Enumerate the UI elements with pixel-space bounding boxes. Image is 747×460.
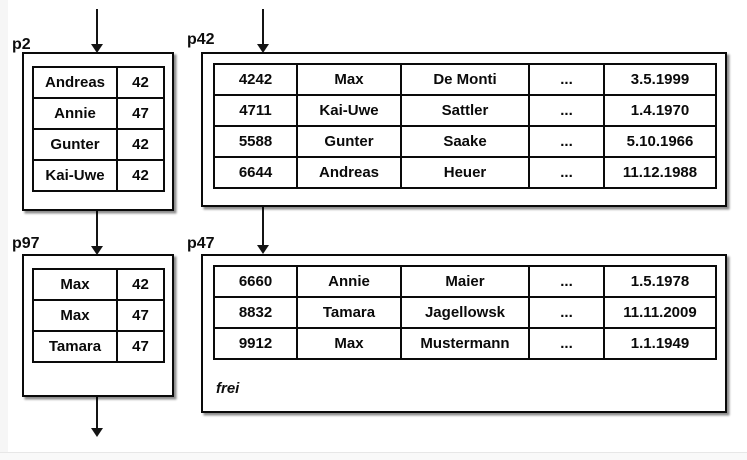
table-row: Max 47 bbox=[32, 299, 165, 332]
table-cell: Max bbox=[32, 268, 118, 301]
table-cell: 42 bbox=[116, 128, 165, 161]
table-cell: 11.12.1988 bbox=[603, 156, 717, 189]
arrow-head bbox=[91, 44, 103, 53]
table-cell: Maier bbox=[400, 265, 530, 298]
table-cell: Max bbox=[296, 327, 402, 360]
table-cell: Tamara bbox=[32, 330, 118, 363]
arrow-head bbox=[91, 428, 103, 437]
table-cell: De Monti bbox=[400, 63, 530, 96]
table-cell: Andreas bbox=[32, 66, 118, 99]
table-row: 6660 Annie Maier ... 1.5.1978 bbox=[213, 265, 717, 298]
table-cell: 47 bbox=[116, 330, 165, 363]
table-cell: 42 bbox=[116, 268, 165, 301]
table-cell: 4242 bbox=[213, 63, 298, 96]
table-row: Tamara 47 bbox=[32, 330, 165, 363]
table-cell: Gunter bbox=[32, 128, 118, 161]
table-cell: Tamara bbox=[296, 296, 402, 329]
table-cell: 4711 bbox=[213, 94, 298, 127]
table-cell: 42 bbox=[116, 159, 165, 192]
table-cell: Max bbox=[296, 63, 402, 96]
page-margin-left bbox=[0, 0, 8, 460]
table-cell: Sattler bbox=[400, 94, 530, 127]
table-cell: 47 bbox=[116, 97, 165, 130]
table-row: Annie 47 bbox=[32, 97, 165, 130]
arrow-head bbox=[257, 44, 269, 53]
table-cell: 6644 bbox=[213, 156, 298, 189]
table-row: 4242 Max De Monti ... 3.5.1999 bbox=[213, 63, 717, 96]
table-cell: 3.5.1999 bbox=[603, 63, 717, 96]
arrow-stem bbox=[262, 207, 264, 245]
down-arrow-into-p2-icon bbox=[91, 9, 103, 53]
table-cell: 5588 bbox=[213, 125, 298, 158]
table-cell: 5.10.1966 bbox=[603, 125, 717, 158]
table-cell: Saake bbox=[400, 125, 530, 158]
free-space-label: frei bbox=[216, 380, 240, 397]
table-cell: 8832 bbox=[213, 296, 298, 329]
down-arrow-p2-to-p97-icon bbox=[91, 211, 103, 255]
page-margin-bottom bbox=[0, 452, 747, 460]
table-cell: Kai-Uwe bbox=[32, 159, 118, 192]
data-table-p47: 6660 Annie Maier ... 1.5.1978 8832 Tamar… bbox=[213, 265, 717, 360]
table-cell: 47 bbox=[116, 299, 165, 332]
down-arrow-p42-to-p47-icon bbox=[257, 207, 269, 254]
table-cell: ... bbox=[528, 94, 605, 127]
table-cell: Kai-Uwe bbox=[296, 94, 402, 127]
table-cell: Jagellowsk bbox=[400, 296, 530, 329]
table-cell: 9912 bbox=[213, 327, 298, 360]
arrow-head bbox=[91, 246, 103, 255]
table-row: Andreas 42 bbox=[32, 66, 165, 99]
table-row: 5588 Gunter Saake ... 5.10.1966 bbox=[213, 125, 717, 158]
page-label-p47: p47 bbox=[187, 235, 215, 252]
table-cell: 1.4.1970 bbox=[603, 94, 717, 127]
table-cell: ... bbox=[528, 296, 605, 329]
table-row: 6644 Andreas Heuer ... 11.12.1988 bbox=[213, 156, 717, 189]
table-cell: ... bbox=[528, 156, 605, 189]
page-label-p97: p97 bbox=[12, 235, 40, 252]
table-cell: 1.1.1949 bbox=[603, 327, 717, 360]
table-cell: 11.11.2009 bbox=[603, 296, 717, 329]
table-row: Kai-Uwe 42 bbox=[32, 159, 165, 192]
table-row: Max 42 bbox=[32, 268, 165, 301]
table-cell: 42 bbox=[116, 66, 165, 99]
data-table-p42: 4242 Max De Monti ... 3.5.1999 4711 Kai-… bbox=[213, 63, 717, 189]
table-cell: 6660 bbox=[213, 265, 298, 298]
table-cell: 1.5.1978 bbox=[603, 265, 717, 298]
table-cell: Heuer bbox=[400, 156, 530, 189]
table-cell: ... bbox=[528, 265, 605, 298]
table-row: 8832 Tamara Jagellowsk ... 11.11.2009 bbox=[213, 296, 717, 329]
table-cell: Mustermann bbox=[400, 327, 530, 360]
arrow-stem bbox=[262, 9, 264, 44]
index-table-p97: Max 42 Max 47 Tamara 47 bbox=[32, 268, 165, 363]
arrow-stem bbox=[96, 9, 98, 44]
page-box-p47: 6660 Annie Maier ... 1.5.1978 8832 Tamar… bbox=[201, 254, 727, 413]
index-table-p2: Andreas 42 Annie 47 Gunter 42 Kai-Uwe 42 bbox=[32, 66, 165, 192]
arrow-head bbox=[257, 245, 269, 254]
table-row: 9912 Max Mustermann ... 1.1.1949 bbox=[213, 327, 717, 360]
table-cell: Gunter bbox=[296, 125, 402, 158]
table-cell: Annie bbox=[296, 265, 402, 298]
down-arrow-below-p97-icon bbox=[91, 397, 103, 437]
table-cell: ... bbox=[528, 63, 605, 96]
down-arrow-into-p42-icon bbox=[257, 9, 269, 53]
page-box-p42: 4242 Max De Monti ... 3.5.1999 4711 Kai-… bbox=[201, 52, 727, 207]
page-box-p97: Max 42 Max 47 Tamara 47 bbox=[22, 254, 174, 397]
page-box-p2: Andreas 42 Annie 47 Gunter 42 Kai-Uwe 42 bbox=[22, 52, 174, 211]
table-cell: Annie bbox=[32, 97, 118, 130]
page-label-p2: p2 bbox=[12, 36, 31, 53]
arrow-stem bbox=[96, 211, 98, 246]
table-row: 4711 Kai-Uwe Sattler ... 1.4.1970 bbox=[213, 94, 717, 127]
table-cell: ... bbox=[528, 327, 605, 360]
page-label-p42: p42 bbox=[187, 31, 215, 48]
table-cell: Andreas bbox=[296, 156, 402, 189]
table-cell: ... bbox=[528, 125, 605, 158]
arrow-stem bbox=[96, 397, 98, 428]
table-cell: Max bbox=[32, 299, 118, 332]
table-row: Gunter 42 bbox=[32, 128, 165, 161]
